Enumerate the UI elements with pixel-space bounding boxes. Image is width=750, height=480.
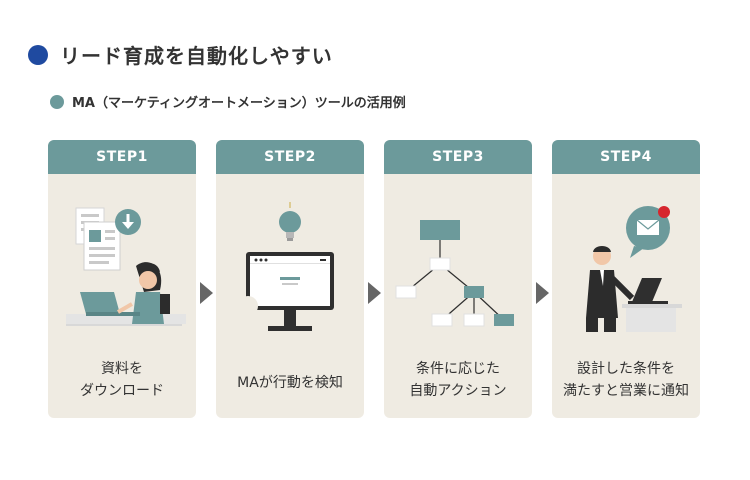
sub-heading: MA（マーケティングオートメーション）ツールの活用例 xyxy=(50,92,406,111)
subheading-bullet-icon xyxy=(50,94,64,109)
step-caption: 条件に応じた 自動アクション xyxy=(409,361,507,399)
step-caption: MAが行動を検知 xyxy=(237,375,343,391)
businessman-mail-notification-icon xyxy=(586,206,682,332)
step-label: STEP1 xyxy=(48,140,196,174)
woman-laptop-download-icon xyxy=(66,207,186,326)
flow-tree-icon xyxy=(395,220,514,327)
step-label: STEP2 xyxy=(216,140,364,174)
main-heading: リード育成を自動化しやすい xyxy=(28,40,333,69)
step-label: STEP3 xyxy=(384,140,532,174)
step-card-4: STEP4 設計した条件を 満たすと営業に通知 xyxy=(552,140,700,418)
arrow-right-icon xyxy=(200,282,213,304)
monitor-lightbulb-icon xyxy=(238,202,334,331)
arrow-right-icon xyxy=(368,282,381,304)
step-caption: 資料を ダウンロード xyxy=(80,361,164,399)
step-label: STEP4 xyxy=(552,140,700,174)
subheading-title: MA（マーケティングオートメーション）ツールの活用例 xyxy=(72,96,406,111)
heading-bullet-icon xyxy=(28,44,48,65)
step-card-3: STEP3 条件に応じた 自動アクション xyxy=(384,140,532,418)
step-card-2: STEP2 MAが行動を検知 xyxy=(216,140,364,418)
step-card-1: STEP1 資料を ダウンロード xyxy=(48,140,196,418)
arrow-right-icon xyxy=(536,282,549,304)
step-caption: 設計した条件を 満たすと営業に通知 xyxy=(563,361,689,399)
heading-title: リード育成を自動化しやすい xyxy=(60,44,333,68)
